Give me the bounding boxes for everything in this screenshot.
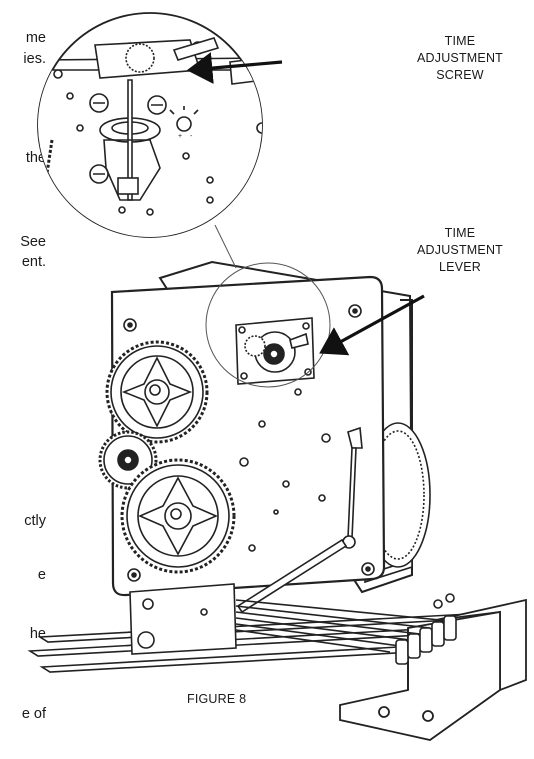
- time-adjustment-lever-assembly: [235, 317, 315, 385]
- screw-callout-arrow: [186, 52, 283, 84]
- gear-small: [98, 430, 158, 490]
- screw-callout-label: TIME ADJUSTMENT SCREW: [400, 33, 520, 84]
- hammer-wires: [235, 599, 445, 653]
- text-fragment: me: [25, 30, 46, 46]
- hammer-block: [129, 583, 237, 655]
- text-fragment: See: [20, 234, 46, 250]
- magnify-target-circle: [205, 262, 331, 388]
- callout-line: TIME: [444, 34, 476, 48]
- callout-line: TIME: [444, 226, 476, 240]
- lever-callout-arrow: [319, 294, 425, 356]
- callout-line: ADJUSTMENT: [416, 243, 504, 257]
- magnify-connector: [214, 224, 237, 269]
- figure-caption: FIGURE 8: [187, 692, 247, 706]
- text-fragment: ies.: [23, 51, 46, 67]
- crutch-rod: [236, 426, 363, 614]
- callout-line: SCREW: [436, 68, 484, 82]
- svg-text:-: -: [190, 133, 193, 140]
- svg-text:+: +: [178, 133, 182, 140]
- chime-hammers: [395, 593, 457, 665]
- callout-line: LEVER: [439, 260, 481, 274]
- mounting-bracket: [339, 598, 527, 741]
- text-fragment: ctly: [24, 513, 46, 529]
- plate-screws: [123, 304, 375, 582]
- text-fragment: e: [37, 567, 46, 583]
- lever-callout-label: TIME ADJUSTMENT LEVER: [400, 225, 520, 276]
- text-fragment: e of: [21, 706, 46, 722]
- text-fragment: ent.: [21, 254, 46, 270]
- callout-line: ADJUSTMENT: [416, 51, 504, 65]
- magnified-inset: + -: [37, 12, 263, 238]
- gear-upper: [105, 340, 209, 444]
- gear-lower: [120, 458, 236, 574]
